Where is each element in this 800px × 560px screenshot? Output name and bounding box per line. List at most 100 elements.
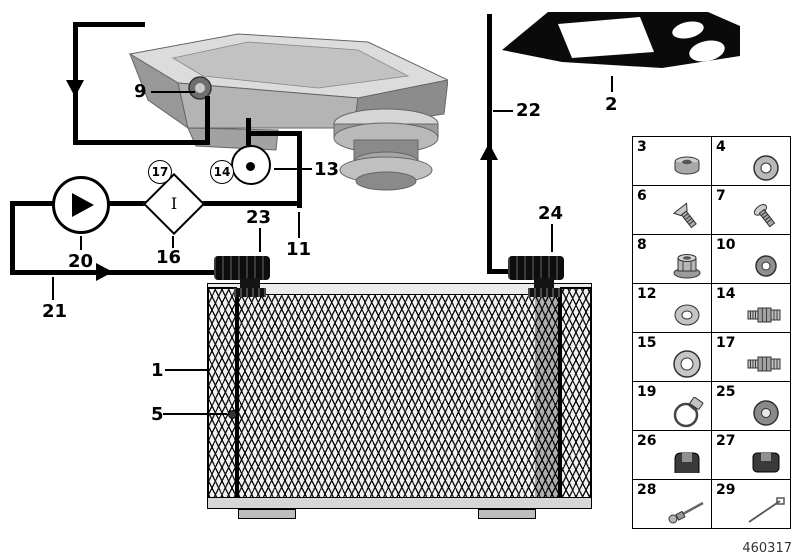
leader-line-2 <box>611 76 613 92</box>
leader-line-11 <box>298 212 300 238</box>
seal-washer-icon <box>674 304 700 326</box>
left-fitting-neck <box>240 278 260 290</box>
part-number: 25 <box>716 384 736 400</box>
part-cell-14[interactable]: 14 <box>712 284 791 333</box>
part-number: 4 <box>716 139 726 155</box>
leader-line-20 <box>80 236 82 250</box>
leader-line-9 <box>151 91 195 93</box>
left-hose-fitting <box>214 256 270 280</box>
callout-24[interactable]: 24 <box>538 203 564 224</box>
part-cell-29[interactable]: 29 <box>712 480 791 529</box>
left-fitting-nut <box>234 288 266 297</box>
leader-line-21 <box>52 277 54 300</box>
pan-screw-icon <box>753 204 776 228</box>
part-number: 7 <box>716 188 726 204</box>
part-number: 3 <box>637 139 647 155</box>
callout-22[interactable]: 22 <box>516 100 542 121</box>
pipe-segment <box>10 201 56 206</box>
connection-detail-circle <box>231 145 271 185</box>
part-cell-27[interactable]: 27 <box>712 431 791 480</box>
pipe-segment <box>73 22 145 27</box>
right-hose-fitting <box>508 256 564 280</box>
oil-cooler-foot <box>238 509 296 519</box>
connection-dot-icon <box>246 162 255 171</box>
part-cell-3[interactable]: 3 <box>633 137 712 186</box>
callout-11[interactable]: 11 <box>286 239 312 260</box>
part-cell-28[interactable]: 28 <box>633 480 712 529</box>
filter-symbol-label: I <box>170 194 178 213</box>
circled-callout-14[interactable]: 14 <box>210 160 234 184</box>
hose-clamp-icon <box>673 397 704 428</box>
oil-cooler-left-tank <box>207 287 237 499</box>
circled-callout-17[interactable]: 17 <box>148 160 172 184</box>
part-number: 29 <box>716 482 736 498</box>
part-cell-8[interactable]: 8 <box>633 235 712 284</box>
part-cell-10[interactable]: 10 <box>712 235 791 284</box>
male-fitting-icon <box>747 356 781 372</box>
part-cell-4[interactable]: 4 <box>712 137 791 186</box>
leader-line-5 <box>163 413 227 415</box>
washer-icon <box>755 255 777 277</box>
part-cell-7[interactable]: 7 <box>712 186 791 235</box>
washer-large-icon <box>673 350 701 378</box>
leader-line-24 <box>551 224 553 252</box>
part-cell-19[interactable]: 19 <box>633 382 712 431</box>
callout-13[interactable]: 13 <box>314 159 340 180</box>
pipe-segment <box>246 131 302 136</box>
grommet-icon <box>674 156 700 175</box>
leader-line-23 <box>259 228 261 252</box>
oil-cooler-bottom-rail <box>207 497 592 509</box>
part-cell-12[interactable]: 12 <box>633 284 712 333</box>
oil-cooler-foot <box>478 509 536 519</box>
right-fitting-nut <box>528 288 560 297</box>
heat-shield-part <box>502 12 740 68</box>
part-number: 12 <box>637 286 657 302</box>
pump-triangle-icon <box>72 193 94 217</box>
leader-line-22 <box>493 110 513 112</box>
part-cell-17[interactable]: 17 <box>712 333 791 382</box>
clip-icon <box>674 452 700 473</box>
callout-20[interactable]: 20 <box>68 251 94 272</box>
pipe-segment <box>10 270 218 275</box>
callout-21[interactable]: 21 <box>42 301 68 322</box>
part-cell-6[interactable]: 6 <box>633 186 712 235</box>
pipe-segment <box>487 269 512 274</box>
part-cell-15[interactable]: 15 <box>633 333 712 382</box>
callout-16[interactable]: 16 <box>156 247 182 268</box>
circled-callout-14-label: 14 <box>213 165 231 179</box>
part-number: 19 <box>637 384 657 400</box>
part-number: 14 <box>716 286 736 302</box>
callout-1[interactable]: 1 <box>151 360 164 381</box>
oil-cooler-core <box>237 293 560 499</box>
part-number: 6 <box>637 188 647 204</box>
seal-ring-icon <box>753 155 779 181</box>
pipe-segment <box>10 201 15 275</box>
clip-icon <box>752 452 780 473</box>
part-number: 10 <box>716 237 736 253</box>
part-number: 8 <box>637 237 647 253</box>
part-number: 17 <box>716 335 736 351</box>
leader-line-13 <box>274 168 312 170</box>
male-fitting-icon <box>747 307 781 323</box>
right-fitting-neck <box>534 278 554 290</box>
part-cell-26[interactable]: 26 <box>633 431 712 480</box>
part-number: 26 <box>637 433 657 449</box>
callout-9[interactable]: 9 <box>134 81 147 102</box>
parts-table: 3 4 6 7 <box>632 136 791 529</box>
grommet-washer-icon <box>753 400 779 426</box>
drawing-number: 460317 <box>742 541 792 556</box>
part-number: 27 <box>716 433 736 449</box>
callout-5[interactable]: 5 <box>151 404 164 425</box>
leader-line-16 <box>172 236 174 248</box>
oil-cooler-core-shadow <box>535 295 560 497</box>
part-cell-25[interactable]: 25 <box>712 382 791 431</box>
oil-cooler-right-tank <box>560 287 592 499</box>
leader-line-1 <box>165 369 209 371</box>
callout-23[interactable]: 23 <box>246 207 272 228</box>
callout-2[interactable]: 2 <box>605 94 618 115</box>
part-number: 15 <box>637 335 657 351</box>
pump-symbol <box>52 176 110 234</box>
countersunk-screw-icon <box>672 202 697 229</box>
pipe-segment <box>205 96 210 142</box>
